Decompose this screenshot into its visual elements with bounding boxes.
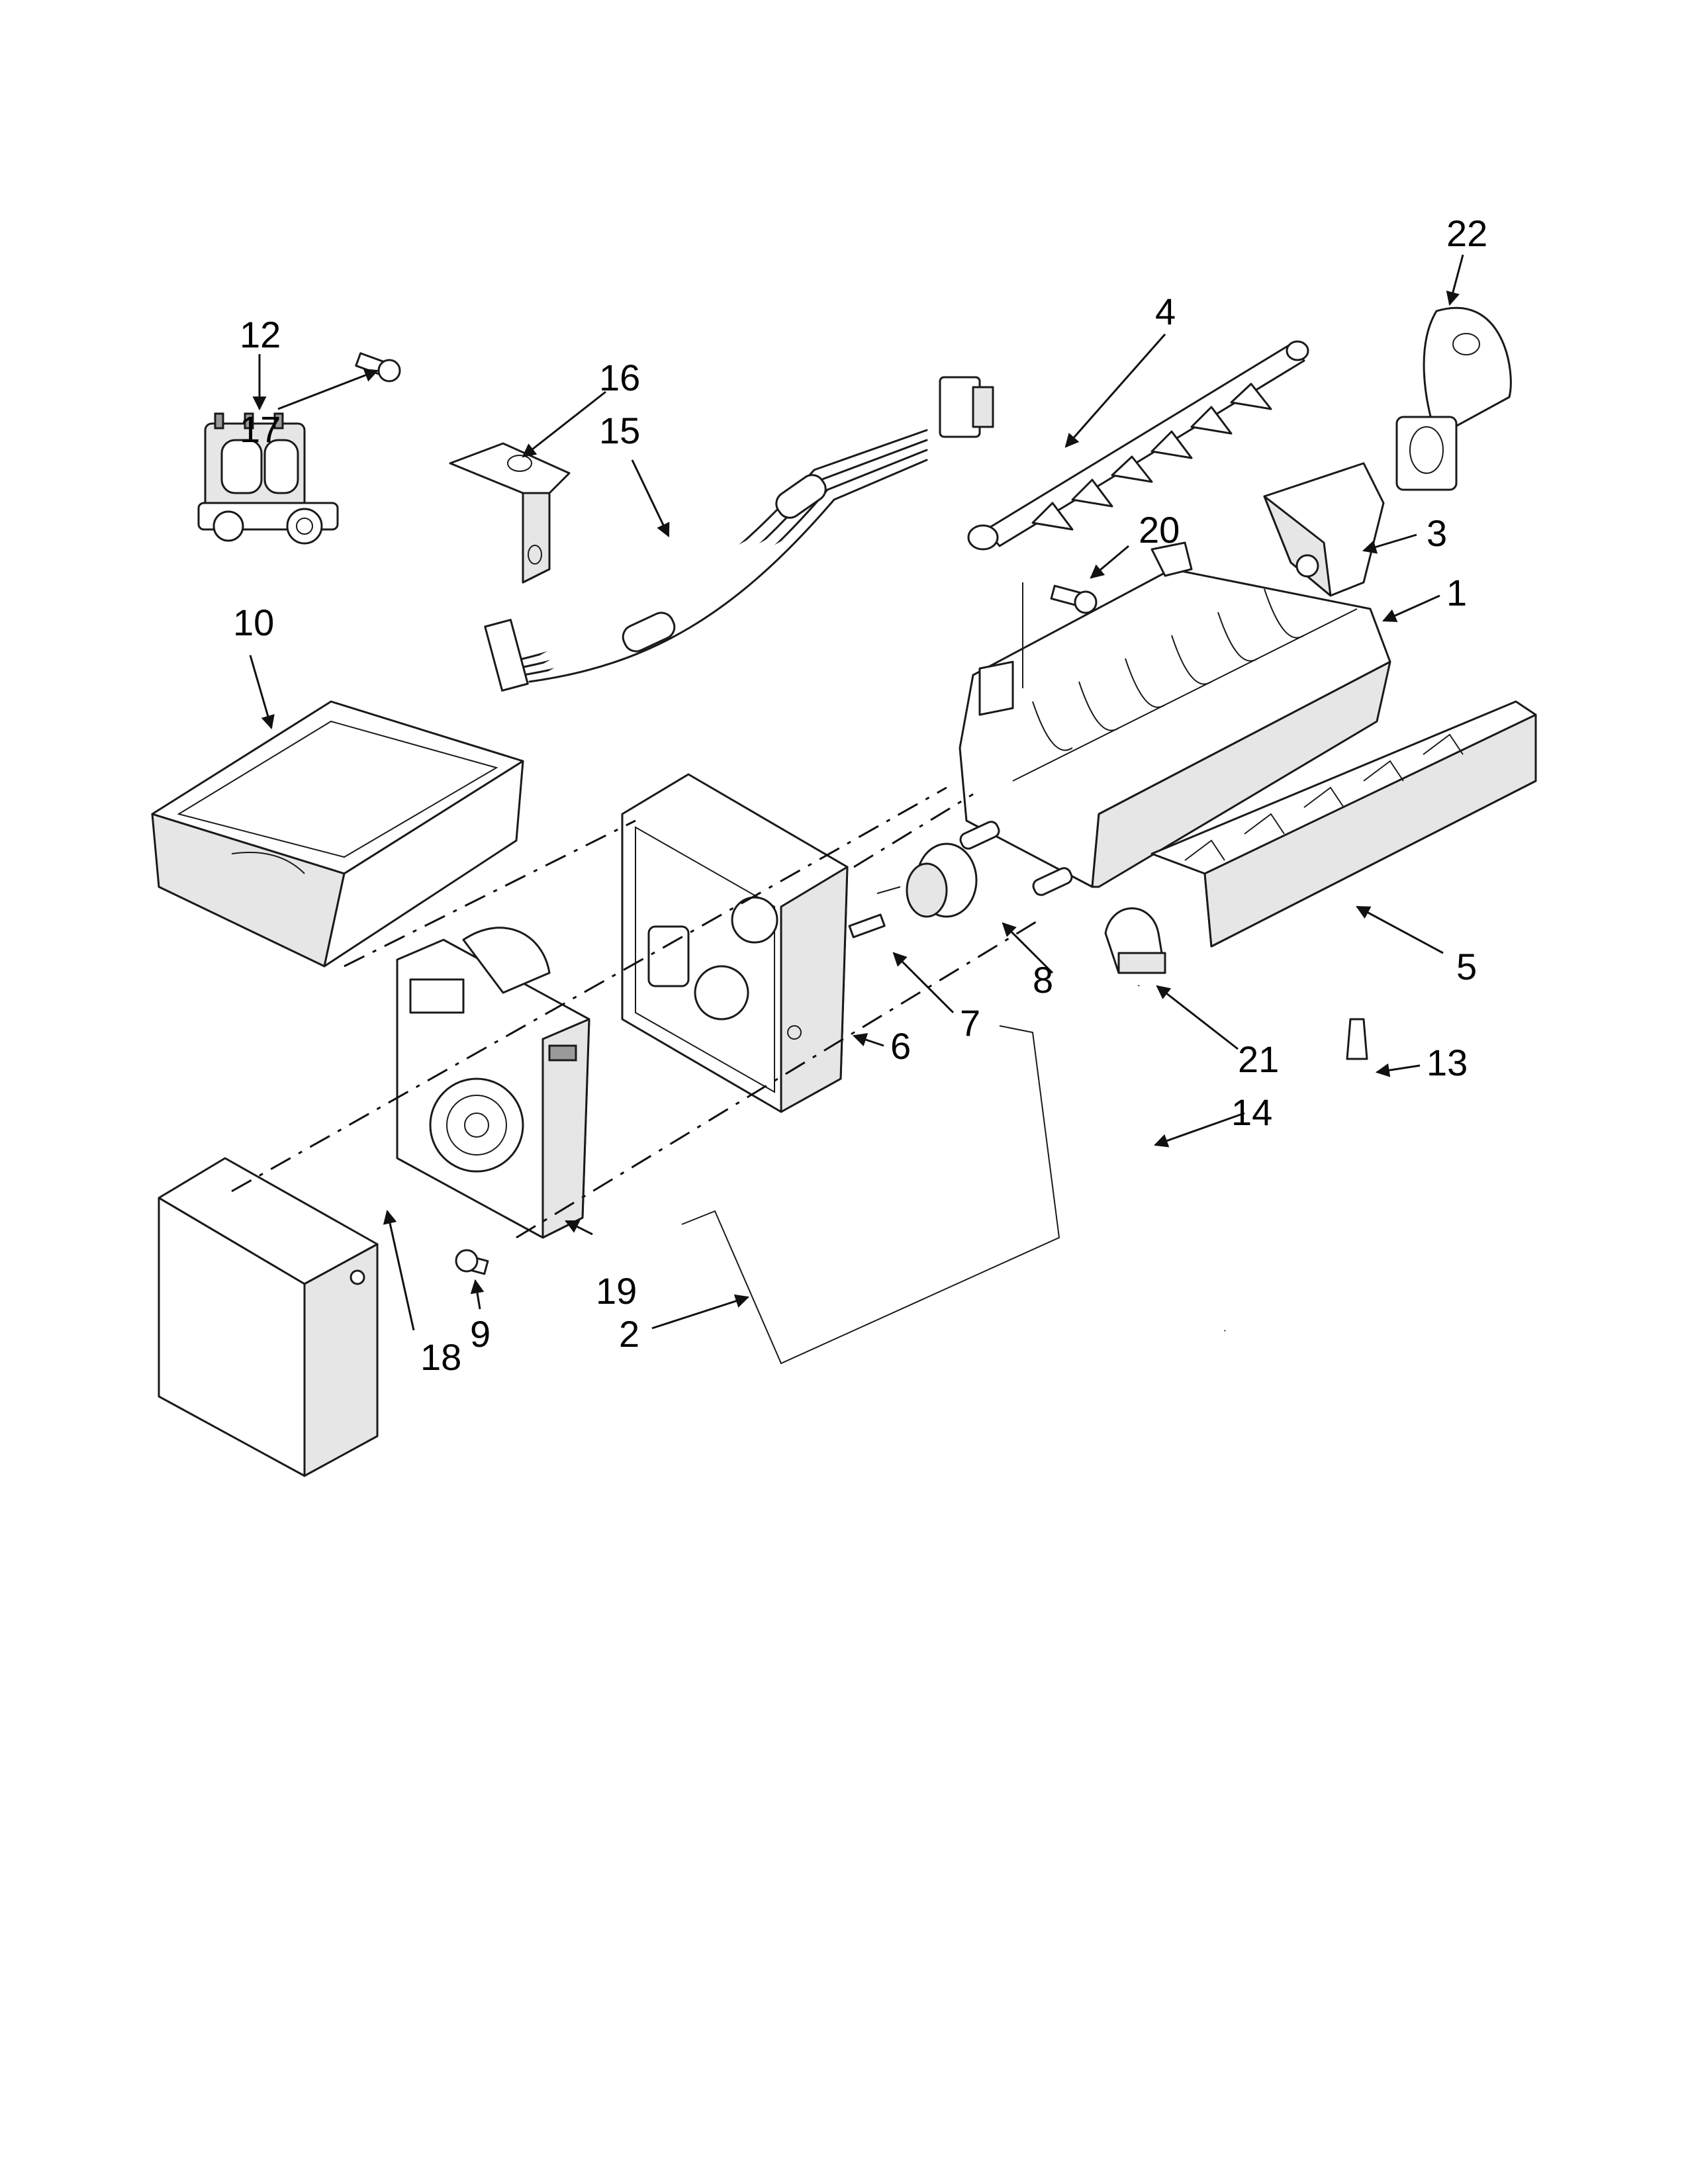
wire-harness [484,376,994,692]
callout-13: 13 [1427,1042,1468,1083]
callout-10: 10 [233,602,274,643]
cover-screw [455,1249,489,1275]
shutoff-arm [681,1025,1060,1365]
callout-14: 14 [1231,1091,1272,1133]
water-valve [197,412,339,545]
leader-lines [249,254,1464,1331]
callout-16: 16 [599,357,640,398]
fill-tube [1133,985,1227,1332]
mounting-screw [1050,584,1098,614]
callout-3: 3 [1427,512,1447,554]
ice-bin [151,700,524,968]
callout-5: 5 [1456,946,1477,987]
control-housing [621,773,849,1113]
stripper [1150,700,1537,948]
coupler [848,913,886,938]
callout-6: 6 [890,1025,911,1067]
plug [1346,1018,1368,1060]
thermostat [876,842,978,918]
shutoff-cover [1395,306,1512,491]
callout-18: 18 [420,1336,461,1378]
ice-mold [959,541,1391,888]
callout-19: 19 [596,1270,637,1312]
callout-21: 21 [1238,1038,1279,1080]
callout-8: 8 [1033,959,1053,1001]
tube-clip [1104,907,1166,974]
callout-4: 4 [1155,291,1176,332]
module-cover [158,1157,379,1477]
callouts: 12 16 15 4 22 17 20 3 10 1 5 8 7 6 21 13… [233,212,1487,1378]
callout-2: 2 [619,1313,639,1355]
callout-20: 20 [1139,509,1180,551]
callout-22: 22 [1446,212,1487,254]
callout-7: 7 [960,1002,980,1044]
callout-9: 9 [470,1313,491,1355]
callout-17: 17 [240,408,281,450]
alignment-lines [231,786,1040,1239]
harness-bracket [449,442,571,584]
fill-cup [1263,462,1385,597]
callout-1: 1 [1446,572,1467,614]
callout-12: 12 [240,314,281,355]
heater-terminals [959,821,1073,896]
ejector [967,340,1309,551]
control-module [396,927,590,1239]
callout-15: 15 [599,410,640,451]
